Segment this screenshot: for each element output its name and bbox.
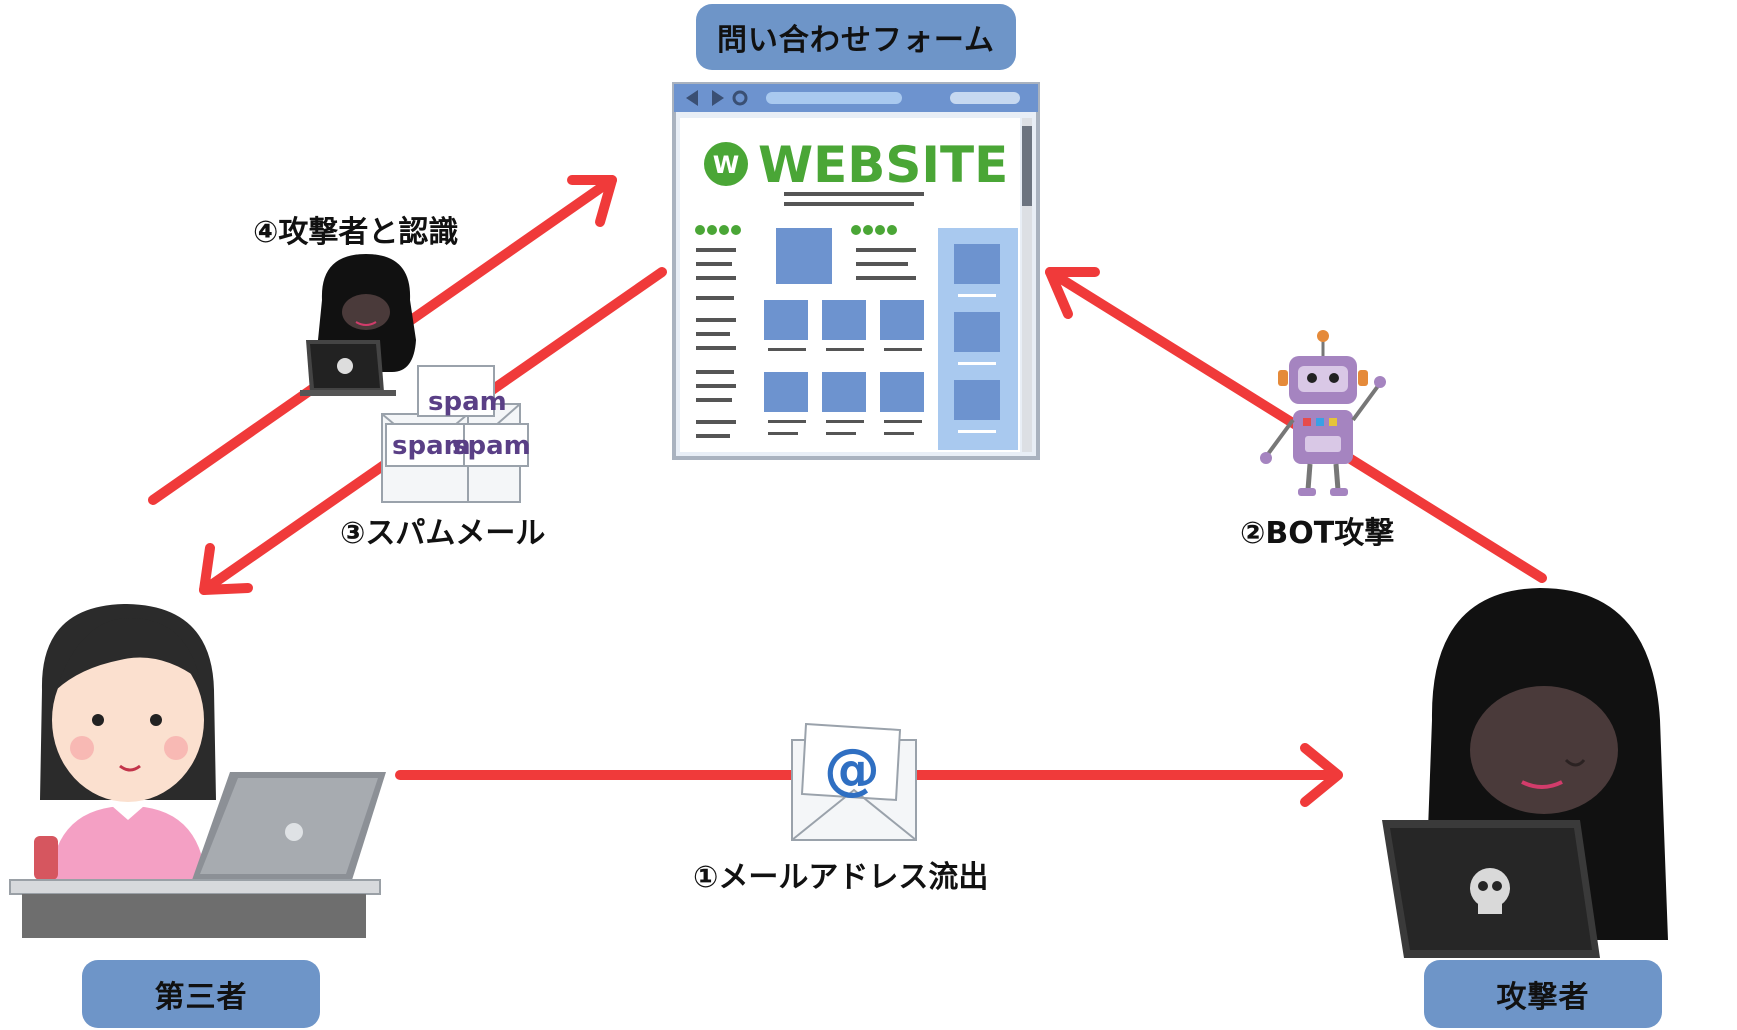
website-logo-letter: W (713, 151, 739, 179)
website-title: WEBSITE (758, 136, 1008, 194)
third-party-label: 第三者 (82, 960, 320, 1028)
contact-form-label: 問い合わせフォーム (696, 4, 1016, 70)
spam-word-2: spam (392, 431, 471, 461)
arrow-step4-head (567, 175, 617, 227)
step4-label: ④攻撃者と認識 (253, 215, 459, 250)
attacker-label: 攻撃者 (1424, 960, 1662, 1028)
attacker-label-text: 攻撃者 (1496, 980, 1590, 1015)
step1-label: ①メールアドレス流出 (693, 860, 989, 895)
arrow-step2-head (1045, 267, 1100, 319)
arrow-step3-head (199, 543, 253, 595)
at-symbol: @ (824, 737, 880, 802)
spam-word-3: spam (452, 431, 531, 461)
arrow-step1-head (1300, 743, 1343, 807)
spam-word-1: spam (428, 387, 507, 417)
step3-label: ③スパムメール (340, 516, 546, 551)
third-party-label-text: 第三者 (154, 980, 248, 1015)
contact-form-label-text: 問い合わせフォーム (716, 23, 996, 58)
step2-label: ②BOT攻撃 (1240, 516, 1395, 551)
